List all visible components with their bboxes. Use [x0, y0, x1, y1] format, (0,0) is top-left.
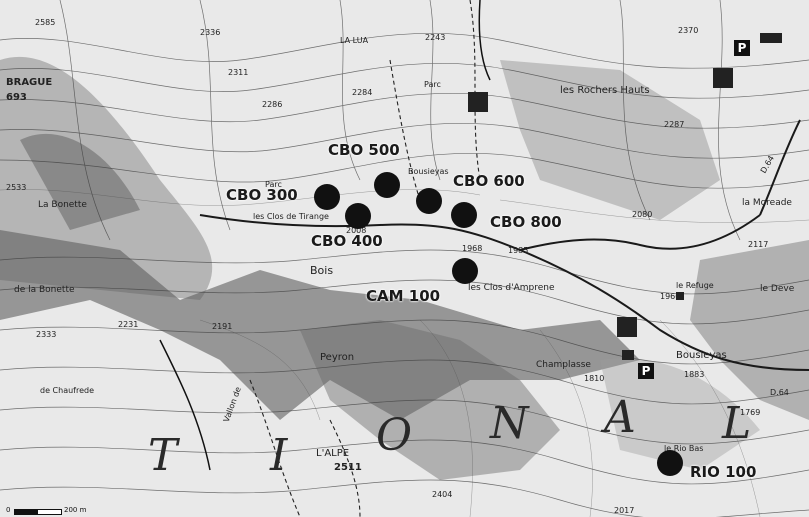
place-name: 1985 [508, 246, 529, 255]
place-name: de Chaufrede [40, 386, 95, 395]
place-name: la Moreade [742, 198, 792, 208]
place-name: les Rochers Hauts [560, 85, 650, 96]
place-name: 2117 [748, 240, 769, 249]
place-name: 2284 [352, 88, 373, 97]
place-name: Champlasse [536, 360, 591, 370]
park-letter: O [376, 410, 415, 461]
place-name: L'ALPE [316, 448, 350, 459]
place-name: 2311 [228, 68, 249, 77]
place-name: 1883 [684, 370, 705, 379]
place-name: les Clos d'Amprene [468, 283, 555, 293]
park-letter: A [604, 392, 638, 443]
place-name: 693 [6, 92, 27, 103]
place-name: 2533 [6, 183, 27, 192]
place-name: 2404 [432, 490, 453, 499]
park-letter: L [722, 398, 754, 449]
place-name: 2191 [212, 322, 233, 331]
place-name: 1769 [740, 408, 761, 417]
place-name: La Bonette [38, 200, 87, 210]
place-name: LA LUA [340, 36, 369, 45]
place-name: BRAGUE [6, 77, 53, 88]
place-name: D.64 [770, 388, 789, 397]
place-name: 2511 [334, 462, 362, 473]
site-label-cbo-400: CBO 400 [311, 232, 383, 250]
place-name: 2080 [632, 210, 653, 219]
scale-bar [14, 509, 62, 515]
park-letter: N [490, 398, 531, 449]
place-name: Bois [310, 264, 334, 277]
site-label-cam-100: CAM 100 [366, 287, 441, 305]
place-name: 1960 [660, 292, 681, 301]
place-name: 1968 [462, 244, 483, 253]
site-label-cbo-500: CBO 500 [328, 141, 400, 159]
site-label-cbo-600: CBO 600 [453, 172, 525, 190]
place-name: le Deve [760, 284, 795, 294]
place-name: 2287 [664, 120, 685, 129]
place-name: 2008 [346, 226, 367, 235]
site-label-cbo-800: CBO 800 [490, 213, 562, 231]
place-name: le Rio Bas [664, 444, 704, 453]
place-name: Bousieyas [676, 350, 727, 361]
place-name: 2336 [200, 28, 221, 37]
place-name: de la Bonette [14, 285, 75, 295]
place-name: Parc [265, 180, 282, 189]
place-name: Bousieyas [408, 167, 449, 176]
scale-label-start: 0 [6, 506, 11, 514]
site-label-rio-100: RIO 100 [690, 463, 757, 481]
place-name: 2286 [262, 100, 283, 109]
place-name: le Refuge [676, 281, 714, 290]
place-name: 2231 [118, 320, 139, 329]
park-letter: T [148, 430, 180, 481]
place-name: 2017 [614, 506, 635, 515]
place-name: 1810 [584, 374, 605, 383]
place-name: 2333 [36, 330, 57, 339]
parking-marker: P [734, 40, 750, 56]
place-name: Parc [424, 80, 441, 89]
place-name: Peyron [320, 352, 355, 363]
parking-marker: P [638, 363, 654, 379]
place-name: 2243 [425, 33, 446, 42]
place-name: 2370 [678, 26, 699, 35]
park-letter: I [270, 430, 290, 481]
place-name: 2585 [35, 18, 56, 27]
site-label-cbo-300: CBO 300 [226, 186, 298, 204]
scale-label-end: 200 m [64, 506, 87, 514]
place-name: les Clos de Tirange [253, 212, 329, 221]
